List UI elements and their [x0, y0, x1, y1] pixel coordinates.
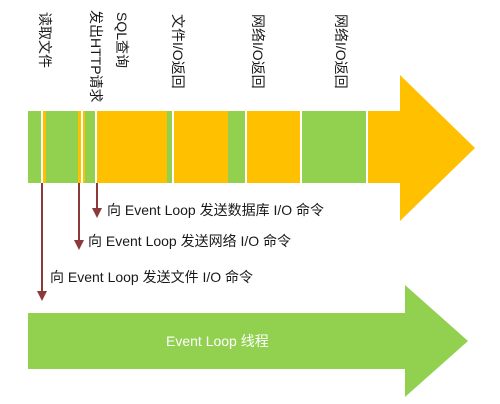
segment-file-io-return	[167, 111, 174, 183]
segment-network-io-return-2	[302, 111, 366, 183]
segment-http-request	[46, 111, 78, 183]
segment-read-file	[28, 111, 41, 183]
label-http-request: 发出HTTP请求	[88, 10, 104, 103]
segment-network-io-return-1	[228, 111, 245, 183]
main-thread-green-segments	[28, 111, 366, 183]
command-arrows	[37, 183, 102, 301]
event-loop-arrow	[28, 285, 468, 397]
db-command-label: 向 Event Loop 发送数据库 I/O 命令	[107, 202, 325, 218]
segment-sql-query	[85, 111, 95, 183]
label-file-io-return: 文件I/O返回	[170, 14, 186, 89]
event-loop-label: Event Loop 线程	[166, 333, 269, 349]
file-command-label: 向 Event Loop 发送文件 I/O 命令	[50, 269, 254, 285]
network-command-label: 向 Event Loop 发送网络 I/O 命令	[88, 233, 292, 249]
label-network-io-return-1: 网络I/O返回	[250, 14, 266, 89]
label-sql-query: SQL查询	[114, 12, 130, 69]
label-network-io-return-2: 网络I/O返回	[333, 14, 349, 89]
segment-separators	[41, 111, 368, 183]
label-read-file: 读取文件	[37, 12, 53, 68]
